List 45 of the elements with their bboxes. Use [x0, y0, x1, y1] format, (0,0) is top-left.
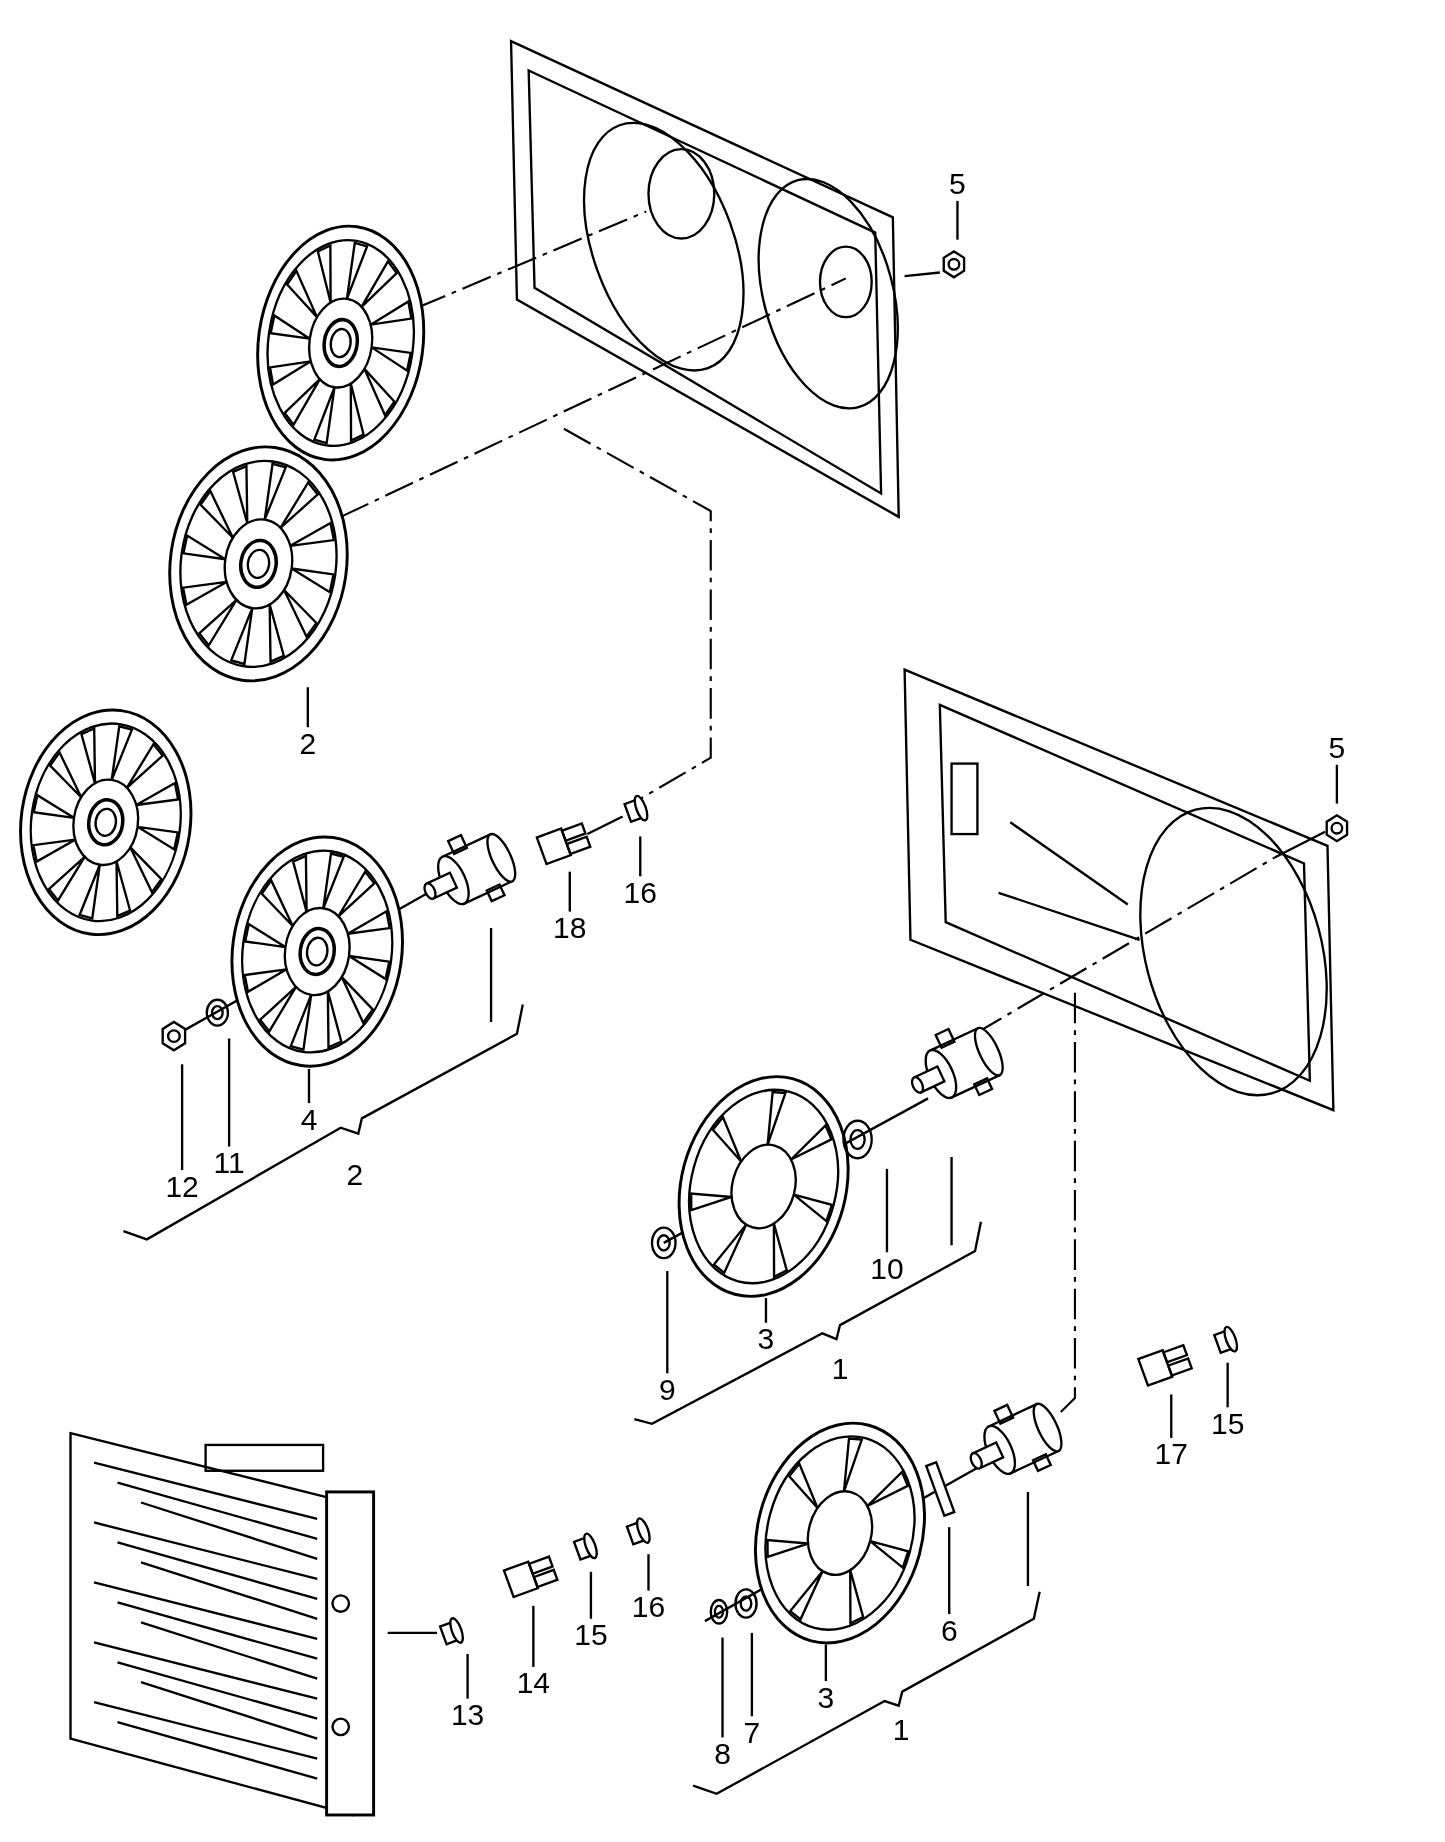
callout-number: 5 [949, 169, 966, 200]
callout-number: 2 [299, 728, 317, 759]
leader-line [639, 836, 642, 877]
leader-line [227, 1038, 231, 1147]
callout-number: 1 [831, 1353, 849, 1384]
leader-line [824, 1644, 828, 1682]
leader-line [532, 1605, 535, 1667]
leader-line [1335, 764, 1339, 804]
callout-number: 7 [743, 1717, 761, 1748]
callout-number: 5 [1328, 733, 1346, 764]
callout-number: 3 [757, 1324, 775, 1355]
leader-line [721, 1637, 724, 1738]
leader-line [750, 1632, 754, 1717]
callout-number: 16 [631, 1592, 666, 1623]
callout-number: 2 [346, 1159, 364, 1190]
callout-number: 10 [870, 1253, 904, 1284]
callout-number: 13 [450, 1700, 485, 1731]
callout-number: 3 [817, 1682, 835, 1713]
leader-line [764, 1298, 768, 1323]
leader-line [466, 1654, 469, 1699]
leader-line [647, 1554, 650, 1591]
callout-number: 16 [623, 877, 657, 908]
callout-number: 15 [1210, 1408, 1245, 1439]
leader-line [948, 1527, 951, 1615]
callout-number: 18 [553, 913, 587, 944]
callout-number: 1 [892, 1715, 910, 1746]
callout-number: 6 [940, 1615, 958, 1646]
callout-number: 14 [516, 1668, 551, 1699]
leader-line [568, 871, 571, 912]
leader-line [1226, 1362, 1229, 1408]
callout-number: 11 [213, 1148, 245, 1179]
leader-line [885, 1168, 889, 1253]
leader-line [1170, 1394, 1173, 1438]
callout-number: 12 [165, 1171, 199, 1202]
callout-number: 17 [1154, 1439, 1188, 1470]
leader-line [306, 687, 309, 728]
leader-line [589, 1571, 593, 1619]
leader-line [307, 1069, 311, 1104]
callout-number: 15 [574, 1620, 608, 1651]
leader-line [666, 1271, 669, 1374]
leader-line [956, 200, 959, 240]
leader-line [180, 1064, 184, 1171]
callout-number: 9 [658, 1374, 676, 1405]
callout-number: 8 [714, 1738, 731, 1769]
callout-number: 4 [300, 1104, 318, 1135]
